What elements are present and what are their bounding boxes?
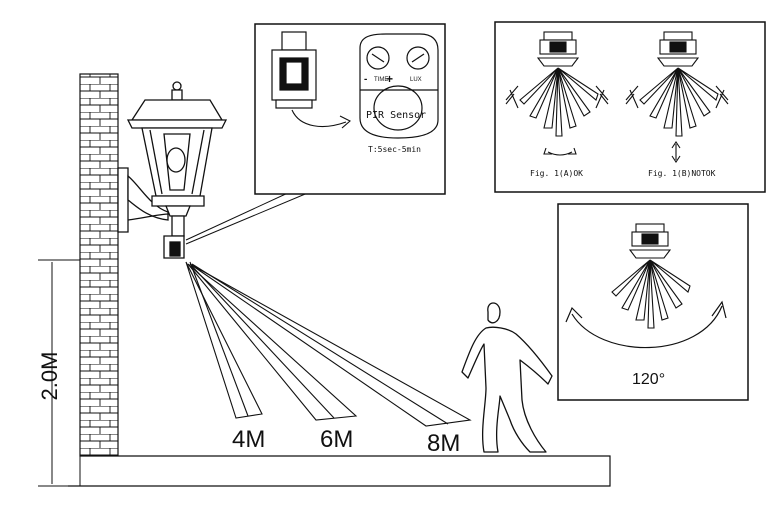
mount-height-label: 2.0M (37, 352, 62, 401)
pir-sensor-title: PIR Sensor (366, 110, 426, 121)
minus-sign: - (364, 74, 367, 85)
distance-labels: 4M 6M 8M (232, 426, 460, 457)
wall-lantern (117, 81, 228, 259)
ok-caption: Fig. 1(A)OK (530, 169, 583, 178)
detection-beams (185, 261, 472, 427)
sensor-ok (505, 31, 609, 156)
plus-sign: + (386, 72, 393, 86)
inset-angle: 120° (557, 203, 749, 401)
distance-6m-label: 6M (320, 426, 353, 453)
walking-person (461, 302, 553, 453)
time-dial-text: TIME (374, 77, 388, 83)
height-dimension: 2.0M (37, 259, 80, 487)
sensor-angle (611, 223, 691, 329)
angle-arc (565, 300, 727, 349)
ground-slab (68, 455, 611, 487)
distance-8m-label: 8M (427, 430, 460, 457)
rotate-arrow (291, 109, 351, 129)
brick-wall (79, 73, 119, 457)
not-ok-caption: Fig. 1(B)NOTOK (648, 169, 716, 178)
lux-dial-text: LUX (410, 77, 422, 83)
control-panel (359, 33, 439, 139)
sensor-module (271, 31, 317, 109)
callout-lines (185, 191, 311, 245)
inset-orientation: Fig. 1(A)OK Fig. 1(B)NOTOK (494, 21, 766, 193)
inset-pir-sensor: TIME + - LUX PIR Sensor T:5sec-5min (254, 23, 446, 195)
angle-label: 120° (632, 371, 665, 388)
distance-4m-label: 4M (232, 426, 265, 453)
sensor-not-ok (625, 31, 729, 163)
time-range-label: T:5sec-5min (368, 145, 421, 154)
